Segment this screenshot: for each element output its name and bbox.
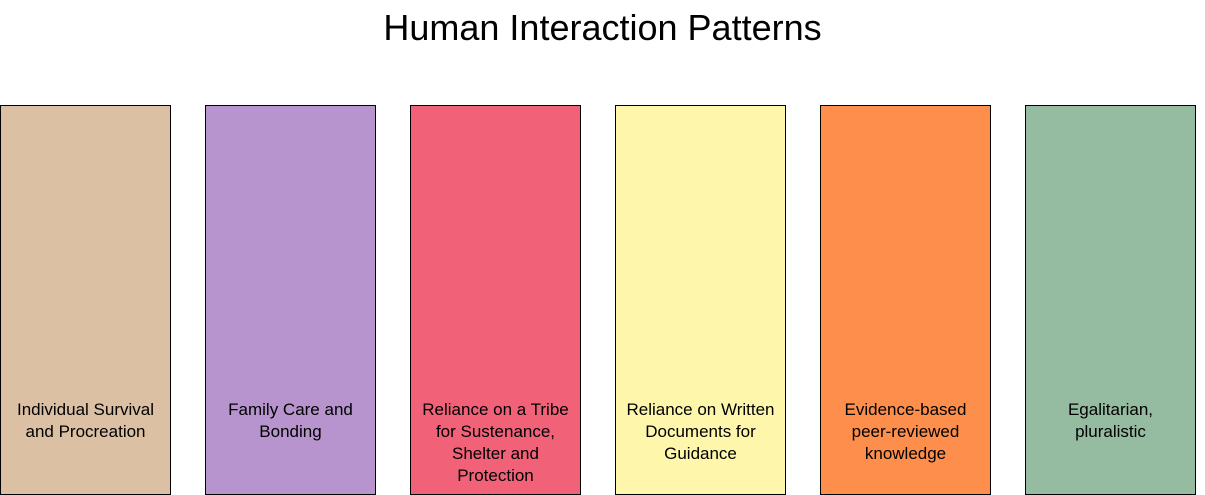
pattern-box-evidence-based: Evidence-based peer-reviewed knowledge — [820, 105, 991, 495]
pattern-box-label: Reliance on a Tribe for Sustenance, Shel… — [422, 400, 569, 485]
pattern-box-individual-survival: Individual Survival and Procreation — [0, 105, 171, 495]
pattern-box-tribe-reliance: Reliance on a Tribe for Sustenance, Shel… — [410, 105, 581, 495]
diagram-title: Human Interaction Patterns — [383, 7, 822, 48]
pattern-box-label: Individual Survival and Procreation — [16, 400, 154, 441]
pattern-box-egalitarian: Egalitarian, pluralistic — [1025, 105, 1196, 495]
pattern-box-written-documents: Reliance on Written Documents for Guidan… — [615, 105, 786, 495]
pattern-box-family-care: Family Care and Bonding — [205, 105, 376, 495]
pattern-box-label: Reliance on Written Documents for Guidan… — [626, 400, 775, 463]
pattern-box-label: Family Care and Bonding — [228, 400, 353, 441]
pattern-box-label: Egalitarian, pluralistic — [1067, 400, 1154, 441]
pattern-box-label: Evidence-based peer-reviewed knowledge — [844, 400, 967, 463]
pattern-boxes: Individual Survival and Procreation Fami… — [0, 105, 1205, 495]
